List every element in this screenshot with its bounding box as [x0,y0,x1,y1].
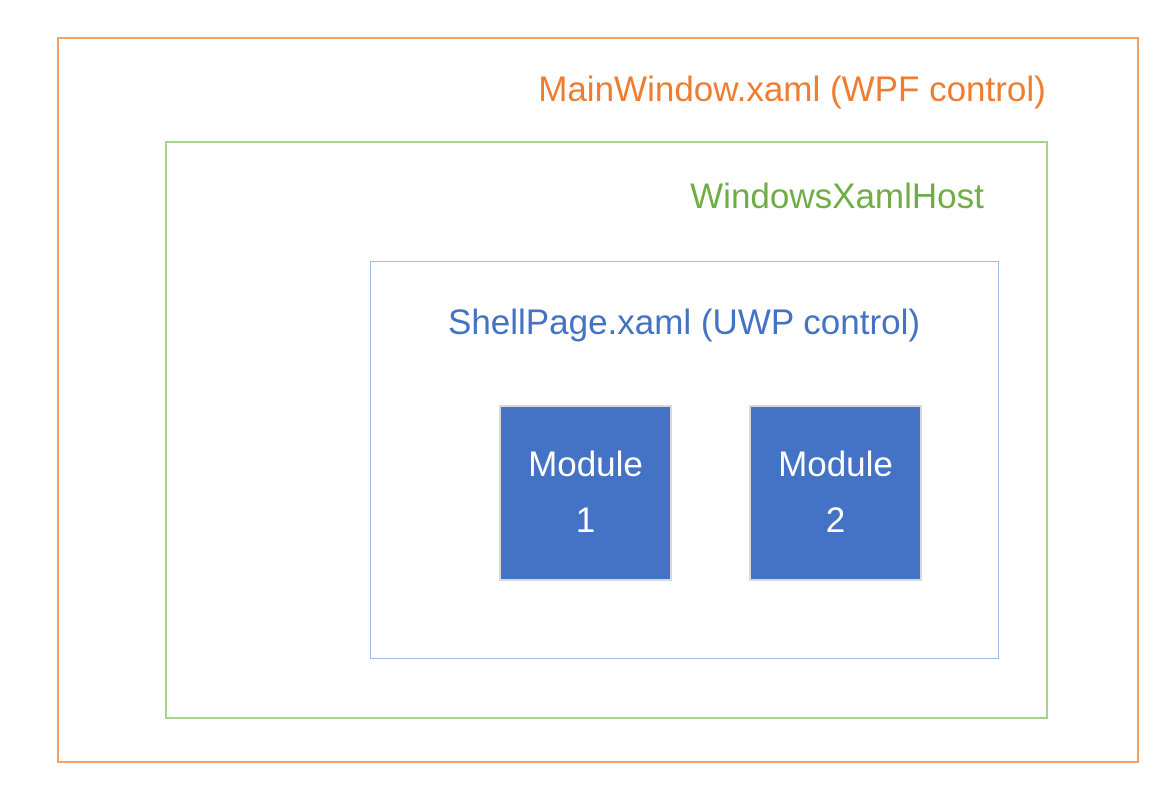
mainwindow-wpf-box: MainWindow.xaml (WPF control) WindowsXam… [57,37,1139,763]
windowsxamlhost-box: WindowsXamlHost ShellPage.xaml (UWP cont… [165,141,1048,719]
mainwindow-wpf-label: MainWindow.xaml (WPF control) [538,70,1046,109]
shellpage-uwp-label: ShellPage.xaml (UWP control) [447,303,921,342]
shellpage-uwp-box: ShellPage.xaml (UWP control) Module 1 Mo… [370,261,999,659]
module-2-label-line2: 2 [825,501,846,540]
module-1-label-line1: Module [528,445,643,484]
module-2-box: Module 2 [749,405,922,581]
module-1-box: Module 1 [499,405,672,581]
module-1-label-line2: 1 [575,501,596,540]
windowsxamlhost-label: WindowsXamlHost [690,177,984,216]
module-2-label-line1: Module [778,445,893,484]
